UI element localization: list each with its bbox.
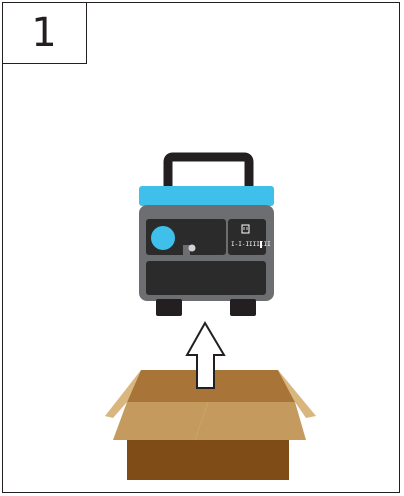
- generator-lower-body: [146, 261, 266, 295]
- generator-switch: [260, 241, 262, 248]
- box-lid-front-right: [195, 402, 306, 440]
- portable-generator-icon: I-I-IIIIIII: [139, 157, 274, 316]
- generator-control-panel: [228, 219, 266, 255]
- box-lid-front-left: [113, 402, 208, 440]
- generator-indicator-light: [151, 226, 175, 250]
- generator-top-cap: [139, 186, 274, 206]
- generator-scale-label: I-I-IIIIIII: [231, 241, 271, 248]
- box-front: [127, 440, 289, 480]
- open-cardboard-box-icon: [105, 370, 316, 480]
- generator-knob: [189, 245, 196, 252]
- arrow-base-overlay: [197, 370, 214, 388]
- generator-foot-right: [230, 299, 256, 316]
- generator-handle: [168, 157, 249, 187]
- generator-foot-left: [156, 299, 182, 316]
